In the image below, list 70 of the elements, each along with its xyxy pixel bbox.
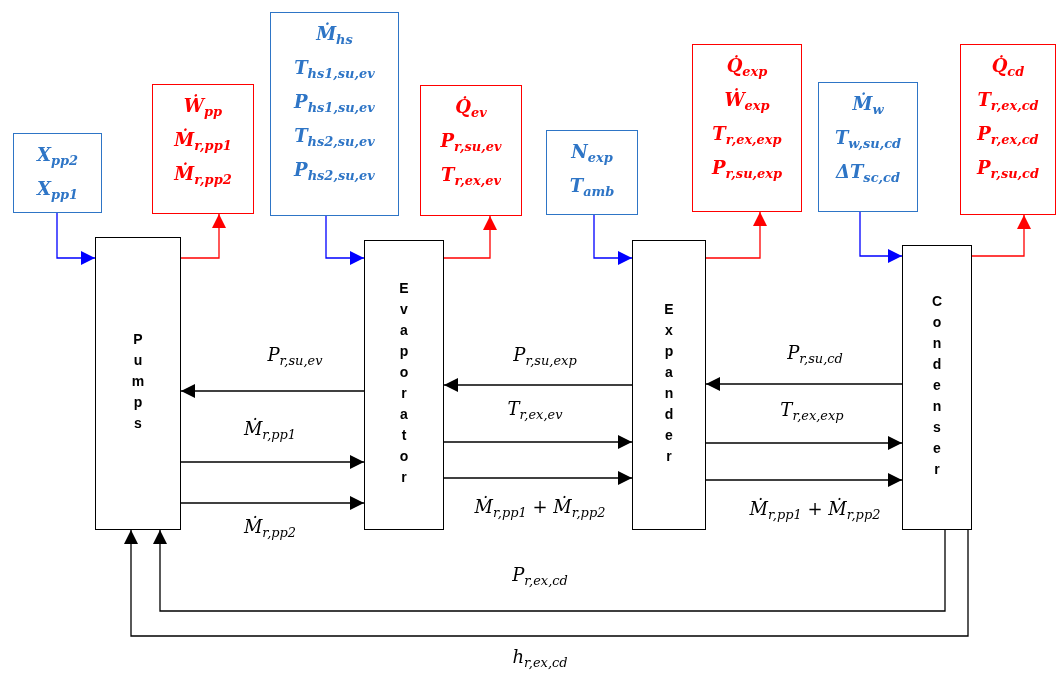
input-variables-box [270,12,399,216]
arrow [56,212,96,265]
variable-label: Ẇ$_{exp}$ [724,87,770,115]
output-variables-box [420,85,522,216]
edge-label: P$_{r,su,cd}$ [785,342,845,364]
input-variables-box [13,133,102,213]
variable-label: X$_{pp1}$ [36,177,79,204]
variable-label: T$_{r,ex,exp}$ [712,122,782,149]
input-variables-box [818,82,918,212]
variable-label: Ṁ$_{r,pp2}$ [174,161,232,189]
edge-label: P$_{r,ex,cd}$ [510,564,570,586]
arrow [443,378,633,392]
arrow [180,213,226,259]
edge-label: P$_{r,su,exp}$ [511,344,579,366]
arrow [705,436,903,450]
component-block [95,237,181,530]
arrow [705,473,903,487]
edge-label: T$_{r,ex,exp}$ [778,399,846,421]
arrow [443,215,497,259]
arrow [124,529,969,637]
output-variables-box [152,84,254,214]
variable-label: P$_{hs1,su,ev}$ [294,90,375,117]
arrow [325,215,365,265]
variable-label: P$_{hs2,su,ev}$ [294,158,375,185]
variable-label: P$_{r,su,ev}$ [440,129,502,156]
variable-label: Ẇ$_{pp}$ [183,93,223,121]
arrow [859,211,903,263]
edge-label: Ṁ$_{r,pp1}$ + Ṁ$_{r,pp2}$ [747,498,883,520]
variable-label: Ṁ$_{hs}$ [316,21,353,49]
component-name: Condenser [929,293,945,482]
component-name: Evaporator [396,280,412,490]
variable-label: P$_{r,ex,cd}$ [977,122,1039,149]
edge-label: T$_{r,ex,ev}$ [505,398,565,420]
arrow [705,377,903,391]
input-variables-box [546,130,638,215]
component-block [364,240,444,530]
arrow [705,211,767,259]
variable-label: P$_{r,su,exp}$ [711,156,783,183]
arrow [180,496,365,510]
variable-label: Ṁ$_{w}$ [852,91,884,119]
variable-label: P$_{r,su,cd}$ [976,156,1040,183]
variable-label: T$_{r,ex,cd}$ [977,88,1039,115]
variable-label: Ṁ$_{r,pp1}$ [174,127,232,155]
variable-label: Q̇$_{ev}$ [455,95,487,122]
variable-label: T$_{hs1,su,ev}$ [294,56,375,83]
component-name: Pumps [130,331,146,436]
arrow [180,384,365,398]
arrow [180,455,365,469]
component-name: Expander [661,301,677,469]
output-variables-box [960,44,1056,215]
edge-label: Ṁ$_{r,pp1}$ + Ṁ$_{r,pp2}$ [472,496,608,518]
output-variables-box [692,44,802,212]
variable-label: T$_{w,su,cd}$ [834,126,902,153]
component-block [902,245,972,530]
variable-label: T$_{r,ex,ev}$ [440,163,501,190]
arrow [153,529,946,612]
variable-label: Q̇$_{exp}$ [726,54,768,81]
variable-label: X$_{pp2}$ [36,143,79,170]
variable-label: T$_{amb}$ [569,174,615,201]
edge-label: P$_{r,su,ev}$ [265,344,325,366]
edge-label: h$_{r,ex,cd}$ [510,646,570,668]
variable-label: T$_{hs2,su,ev}$ [294,124,375,151]
variable-label: N$_{exp}$ [571,140,613,167]
arrow [971,214,1031,257]
arrow [593,214,633,265]
arrow [443,435,633,449]
variable-label: Q̇$_{cd}$ [991,54,1025,81]
component-block [632,240,706,530]
arrow [443,471,633,485]
variable-label: ΔT$_{sc,cd}$ [836,160,900,187]
